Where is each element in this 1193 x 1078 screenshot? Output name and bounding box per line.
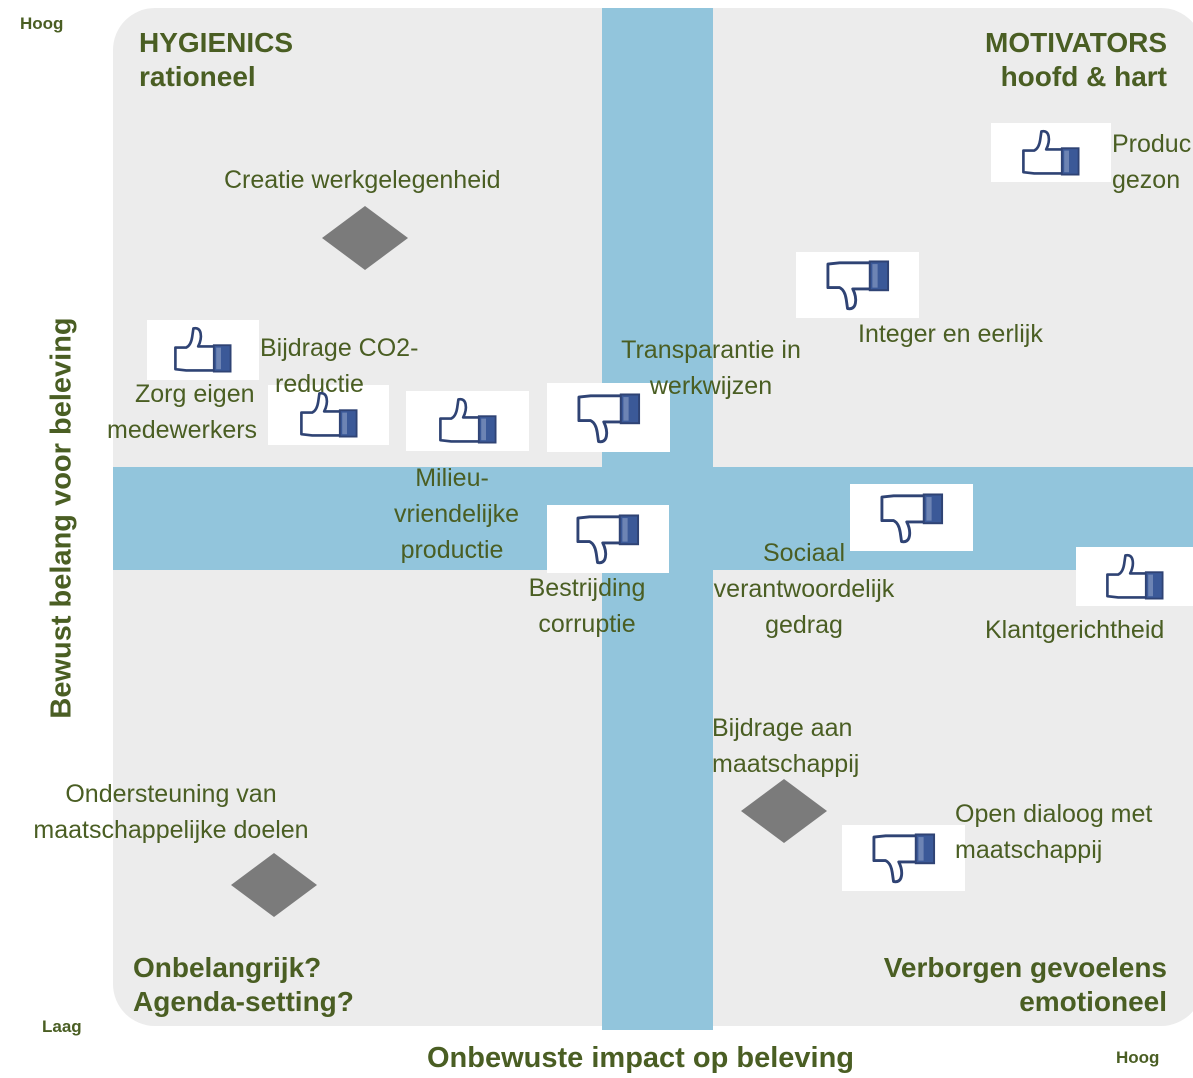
x-axis-high-label: Hoog (1116, 1048, 1160, 1067)
item-label-line: Ondersteuning van (65, 780, 277, 808)
item-label-line: Bestrijding (528, 574, 646, 602)
quadrant-subtitle-line: Agenda-setting? (133, 986, 354, 1017)
quadrant-title-line: Onbelangrijk? (133, 952, 322, 983)
item-creatie-werkgelegenheid: Creatie werkgelegenheid (224, 162, 501, 198)
quadrant-title-line: MOTIVATORS (985, 27, 1167, 58)
item-label-line: Klantgerichtheid (985, 616, 1165, 644)
item-label-line: productie (400, 536, 504, 564)
quadrant-subtitle-line: rationeel (139, 61, 256, 92)
neutral-diamond-marker (231, 853, 317, 917)
item-product-gezond: Produc gezon (1112, 126, 1193, 198)
item-bijdrage-aan-maatschappij: Bijdrage aan maatschappij (712, 710, 859, 782)
item-label-line: gedrag (765, 611, 843, 639)
item-sociaal-verantwoordelijk-gedrag: Sociaal verantwoordelijk gedrag (696, 535, 912, 643)
item-label-line: Zorg eigen (135, 380, 255, 408)
y-axis-title: Bewust belang voor beleving (45, 317, 78, 719)
item-label-line: gezon (1112, 166, 1181, 194)
item-bijdrage-co2: Bijdrage CO2- reductie (260, 330, 418, 402)
item-label-line: Bijdrage CO2- (260, 334, 419, 362)
item-label-line: corruptie (538, 610, 636, 638)
y-axis-high-label: Hoog (20, 14, 64, 33)
quadrant-title-hygienics: HYGIENICS rationeel (139, 26, 293, 94)
item-label-line: medewerkers (107, 416, 258, 444)
item-label-line: Milieu- (415, 464, 489, 492)
thumbs-down-icon (547, 383, 670, 452)
item-open-dialoog: Open dialoog met maatschappij (955, 796, 1152, 868)
neutral-diamond-marker (741, 779, 827, 843)
item-label-line: Produc (1112, 130, 1192, 158)
item-zorg-eigen-medewerkers: Zorg eigen medewerkers (107, 376, 257, 448)
thumbs-up-icon (1076, 547, 1193, 606)
item-transparantie-werkwijzen: Transparantie in werkwijzen (604, 332, 818, 404)
item-integer-en-eerlijk: Integer en eerlijk (858, 316, 1043, 352)
item-label-line: maatschappelijke doelen (33, 816, 309, 844)
thumbs-down-icon (850, 484, 973, 551)
thumbs-up-icon (268, 385, 389, 445)
item-label-line: maatschappij (955, 836, 1103, 864)
item-label-line: Integer en eerlijk (858, 320, 1043, 348)
x-axis-title: Onbewuste impact op beleving (427, 1042, 855, 1074)
quadrant-title-line: Verborgen gevoelens (883, 952, 1167, 983)
item-label-line: werkwijzen (649, 372, 773, 400)
item-milieuvriendelijke-productie: Milieu- vriendelijke productie (394, 460, 520, 568)
y-axis-low-label: Laag (42, 1017, 82, 1036)
quadrant-title-onbelangrijk: Onbelangrijk? Agenda-setting? (133, 951, 354, 1019)
item-klantgerichtheid: Klantgerichtheid (985, 612, 1193, 648)
item-bestrijding-corruptie: Bestrijding corruptie (515, 570, 659, 642)
thumbs-up-icon (147, 320, 259, 380)
item-label-line: Bijdrage aan (712, 714, 853, 742)
thumbs-down-icon (842, 825, 965, 891)
item-label-line: vriendelijke (394, 500, 520, 528)
quadrant-title-line: HYGIENICS (139, 27, 294, 58)
item-label-line: Creatie werkgelegenheid (224, 166, 501, 194)
thumbs-down-icon (796, 252, 919, 318)
quadrant-title-verborgen: Verborgen gevoelens emotioneel (884, 951, 1167, 1019)
item-label-line: Open dialoog met (955, 800, 1153, 828)
quadrant-title-motivators: MOTIVATORS hoofd & hart (985, 26, 1167, 94)
item-label-line: Sociaal (763, 539, 845, 567)
item-label-line: Transparantie in (621, 336, 801, 364)
quadrant-subtitle-line: emotioneel (1019, 986, 1167, 1017)
item-label-line: verantwoordelijk (713, 575, 895, 603)
thumbs-down-icon (547, 505, 669, 573)
thumbs-up-icon (991, 123, 1111, 182)
item-ondersteuning-doelen: Ondersteuning van maatschappelijke doele… (8, 776, 334, 848)
quadrant-subtitle-line: hoofd & hart (1000, 61, 1167, 92)
item-label-line: reductie (275, 370, 364, 398)
thumbs-up-icon (406, 391, 529, 451)
item-label-line: maatschappij (712, 750, 860, 778)
neutral-diamond-marker (322, 206, 408, 270)
